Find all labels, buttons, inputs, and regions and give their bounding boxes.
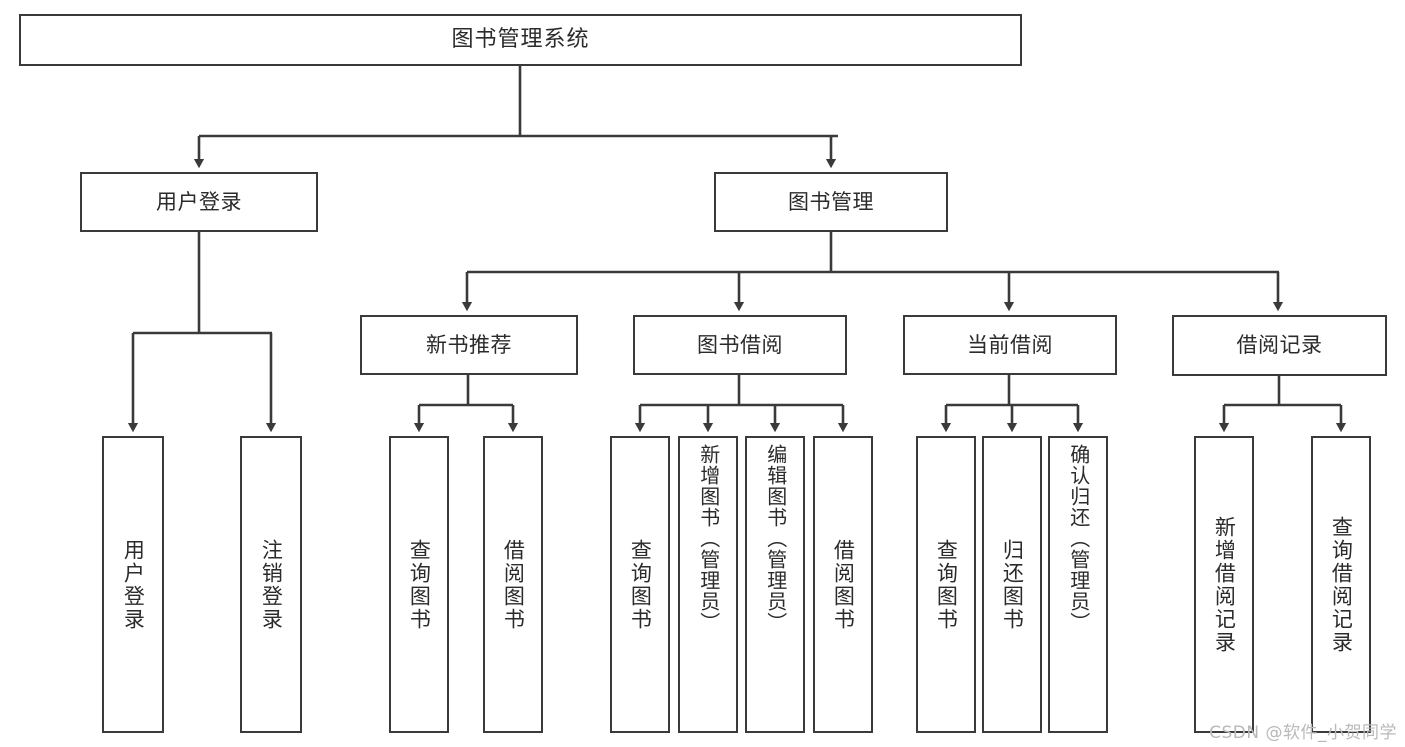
node-leaf-return-book[interactable]: 归还图书 (982, 436, 1042, 733)
node-leaf-logout-login-label: 注销登录 (259, 538, 284, 631)
node-leaf-query-book-2[interactable]: 查询图书 (610, 436, 670, 733)
node-leaf-borrow-book-2-label: 借阅图书 (831, 538, 856, 631)
node-leaf-query-book-2-label: 查询图书 (628, 538, 653, 631)
node-user-login[interactable]: 用户登录 (80, 172, 318, 232)
node-leaf-query-book-3[interactable]: 查询图书 (916, 436, 976, 733)
node-leaf-borrow-book-1[interactable]: 借阅图书 (483, 436, 543, 733)
node-leaf-add-record[interactable]: 新增借阅记录 (1194, 436, 1254, 733)
node-book-borrow[interactable]: 图书借阅 (633, 315, 847, 375)
node-leaf-query-record-label: 查询借阅记录 (1329, 515, 1354, 654)
node-leaf-user-login[interactable]: 用户登录 (102, 436, 164, 733)
node-book-manage-label: 图书管理 (788, 189, 874, 214)
node-leaf-query-book-3-label: 查询图书 (934, 538, 959, 631)
node-current-borrow[interactable]: 当前借阅 (903, 315, 1117, 375)
node-leaf-confirm-return-label: 确认归还（管理员） (1066, 444, 1091, 633)
node-new-book-recommend[interactable]: 新书推荐 (360, 315, 578, 375)
node-leaf-borrow-book-2[interactable]: 借阅图书 (813, 436, 873, 733)
node-leaf-add-book-label: 新增图书（管理员） (696, 444, 721, 633)
node-leaf-edit-book[interactable]: 编辑图书（管理员） (745, 436, 805, 733)
node-leaf-query-record[interactable]: 查询借阅记录 (1311, 436, 1371, 733)
node-user-login-label: 用户登录 (156, 189, 242, 214)
node-borrow-record-label: 借阅记录 (1236, 333, 1323, 358)
node-root-label: 图书管理系统 (451, 27, 590, 53)
node-leaf-add-book[interactable]: 新增图书（管理员） (678, 436, 738, 733)
node-leaf-add-record-label: 新增借阅记录 (1212, 515, 1237, 654)
node-current-borrow-label: 当前借阅 (967, 332, 1053, 357)
node-leaf-query-book-1[interactable]: 查询图书 (389, 436, 449, 733)
node-new-book-recommend-label: 新书推荐 (426, 332, 512, 357)
watermark-text: CSDN @软件_小贺同学 (1209, 723, 1397, 743)
node-leaf-borrow-book-1-label: 借阅图书 (501, 538, 526, 631)
node-leaf-logout-login[interactable]: 注销登录 (240, 436, 302, 733)
node-root[interactable]: 图书管理系统 (19, 14, 1022, 66)
node-leaf-confirm-return[interactable]: 确认归还（管理员） (1048, 436, 1108, 733)
node-leaf-query-book-1-label: 查询图书 (407, 538, 432, 631)
node-leaf-edit-book-label: 编辑图书（管理员） (763, 444, 788, 633)
node-leaf-return-book-label: 归还图书 (1000, 538, 1025, 631)
node-book-borrow-label: 图书借阅 (697, 332, 783, 357)
node-borrow-record[interactable]: 借阅记录 (1172, 315, 1387, 376)
node-leaf-user-login-label: 用户登录 (121, 538, 146, 631)
node-book-manage[interactable]: 图书管理 (714, 172, 948, 232)
